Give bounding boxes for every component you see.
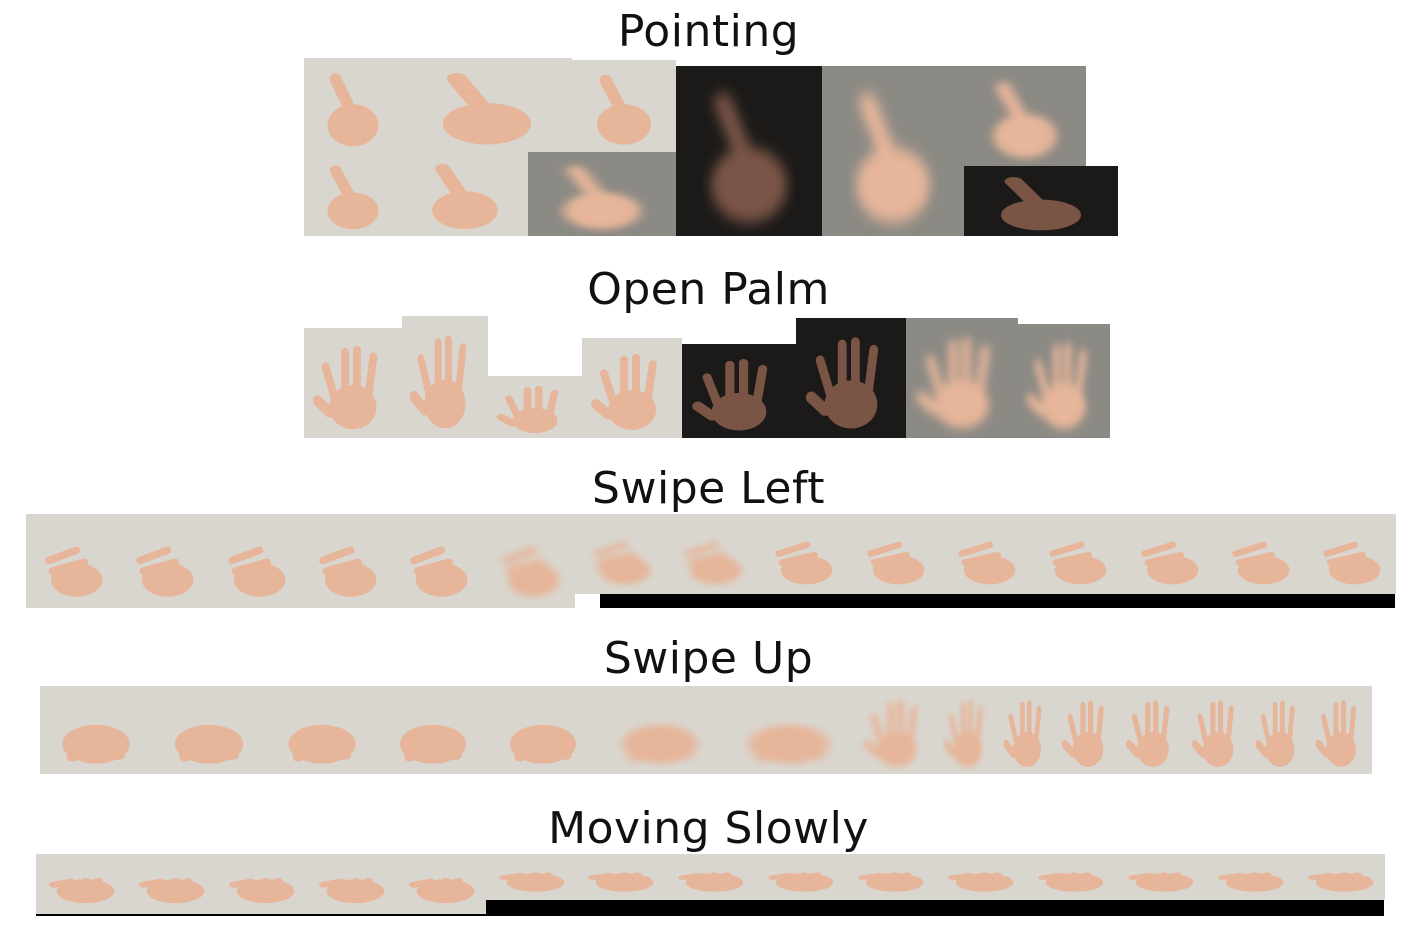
swipe-left-hand-frame xyxy=(117,514,209,608)
swipe-left-hand-frame xyxy=(391,514,483,608)
moving-slowly-hand-frame xyxy=(665,854,755,900)
swipe-left-hand-frame xyxy=(1030,514,1122,594)
swipe-up-hand-frame xyxy=(266,686,378,774)
open-palm-hand-photo xyxy=(1018,324,1110,438)
moving-slowly-hand-frame xyxy=(396,854,486,914)
moving-slowly-hand-frame xyxy=(1025,854,1115,900)
open-palm-hand-photo xyxy=(682,344,796,438)
swipe-up-hand-frame xyxy=(1186,686,1250,774)
swipe-left-hand-frame xyxy=(209,514,301,608)
swipe-up-hand-frame xyxy=(1310,686,1372,774)
swipe-up-hand-frame xyxy=(598,686,722,774)
swipe-up-hand-frame xyxy=(998,686,1056,774)
open-palm-hand-photo xyxy=(796,318,906,438)
swipe-up-hand-frame xyxy=(378,686,488,774)
moving-slowly-hand-frame xyxy=(1205,854,1295,900)
pointing-hand-photo xyxy=(304,58,402,154)
swipe-up-hand-frame xyxy=(152,686,266,774)
section-title-swipe-up: Swipe Up xyxy=(603,633,814,684)
swipe-up-hand-frame xyxy=(856,686,938,774)
moving-slowly-hand-frame xyxy=(36,854,126,914)
swipe-left-hand-frame xyxy=(756,514,848,594)
open-palm-hand-photo xyxy=(402,316,488,438)
moving-slowly-hand-frame xyxy=(755,854,845,900)
swipe-left-hand-frame xyxy=(574,514,666,594)
swipe-left-hand-frame xyxy=(848,514,940,594)
swipe-left-hand-frame xyxy=(1122,514,1214,594)
moving-slowly-hand-frame xyxy=(486,854,576,900)
moving-slowly-hand-frame xyxy=(306,854,396,914)
pointing-hand-photo xyxy=(528,152,676,236)
open-palm-hand-photo xyxy=(304,328,402,438)
pointing-hand-photo xyxy=(964,166,1118,236)
section-title-moving-slowly: Moving Slowly xyxy=(548,803,869,854)
swipe-left-hand-frame xyxy=(483,514,575,608)
pointing-hand-photo xyxy=(822,66,964,236)
pointing-hand-photo xyxy=(572,60,676,152)
swipe-up-hand-frame xyxy=(40,686,152,774)
open-palm-hand-photo xyxy=(488,376,582,438)
pointing-hand-photo xyxy=(402,58,572,152)
moving-slowly-hand-frame xyxy=(126,854,216,914)
pointing-hand-photo xyxy=(402,150,528,236)
swipe-up-hand-frame xyxy=(722,686,856,774)
swipe-up-hand-frame xyxy=(938,686,998,774)
pointing-hand-photo xyxy=(676,66,822,236)
swipe-left-hand-frame xyxy=(939,514,1031,594)
swipe-up-hand-frame xyxy=(1250,686,1310,774)
swipe-up-hand-frame xyxy=(1120,686,1186,774)
swipe-up-hand-frame xyxy=(1056,686,1120,774)
pointing-hand-photo xyxy=(964,66,1086,166)
section-title-open-palm: Open Palm xyxy=(587,264,830,315)
swipe-left-hand-frame xyxy=(26,514,118,608)
moving-slowly-hand-frame xyxy=(216,854,306,914)
moving-slowly-hand-frame xyxy=(575,854,665,900)
moving-slowly-hand-frame xyxy=(845,854,935,900)
swipe-up-hand-frame xyxy=(488,686,598,774)
open-palm-hand-photo xyxy=(582,338,682,438)
swipe-left-hand-frame xyxy=(665,514,757,594)
moving-slowly-hand-frame xyxy=(935,854,1025,900)
section-title-pointing: Pointing xyxy=(617,6,800,57)
moving-slowly-hand-frame xyxy=(1115,854,1205,900)
swipe-left-hand-frame xyxy=(1304,514,1396,594)
moving-slowly-hand-frame xyxy=(1295,854,1385,900)
section-title-swipe-left: Swipe Left xyxy=(592,463,825,514)
swipe-left-hand-frame xyxy=(1213,514,1305,594)
swipe-left-hand-frame xyxy=(300,514,392,608)
pointing-hand-photo xyxy=(304,152,402,236)
open-palm-hand-photo xyxy=(906,318,1018,438)
